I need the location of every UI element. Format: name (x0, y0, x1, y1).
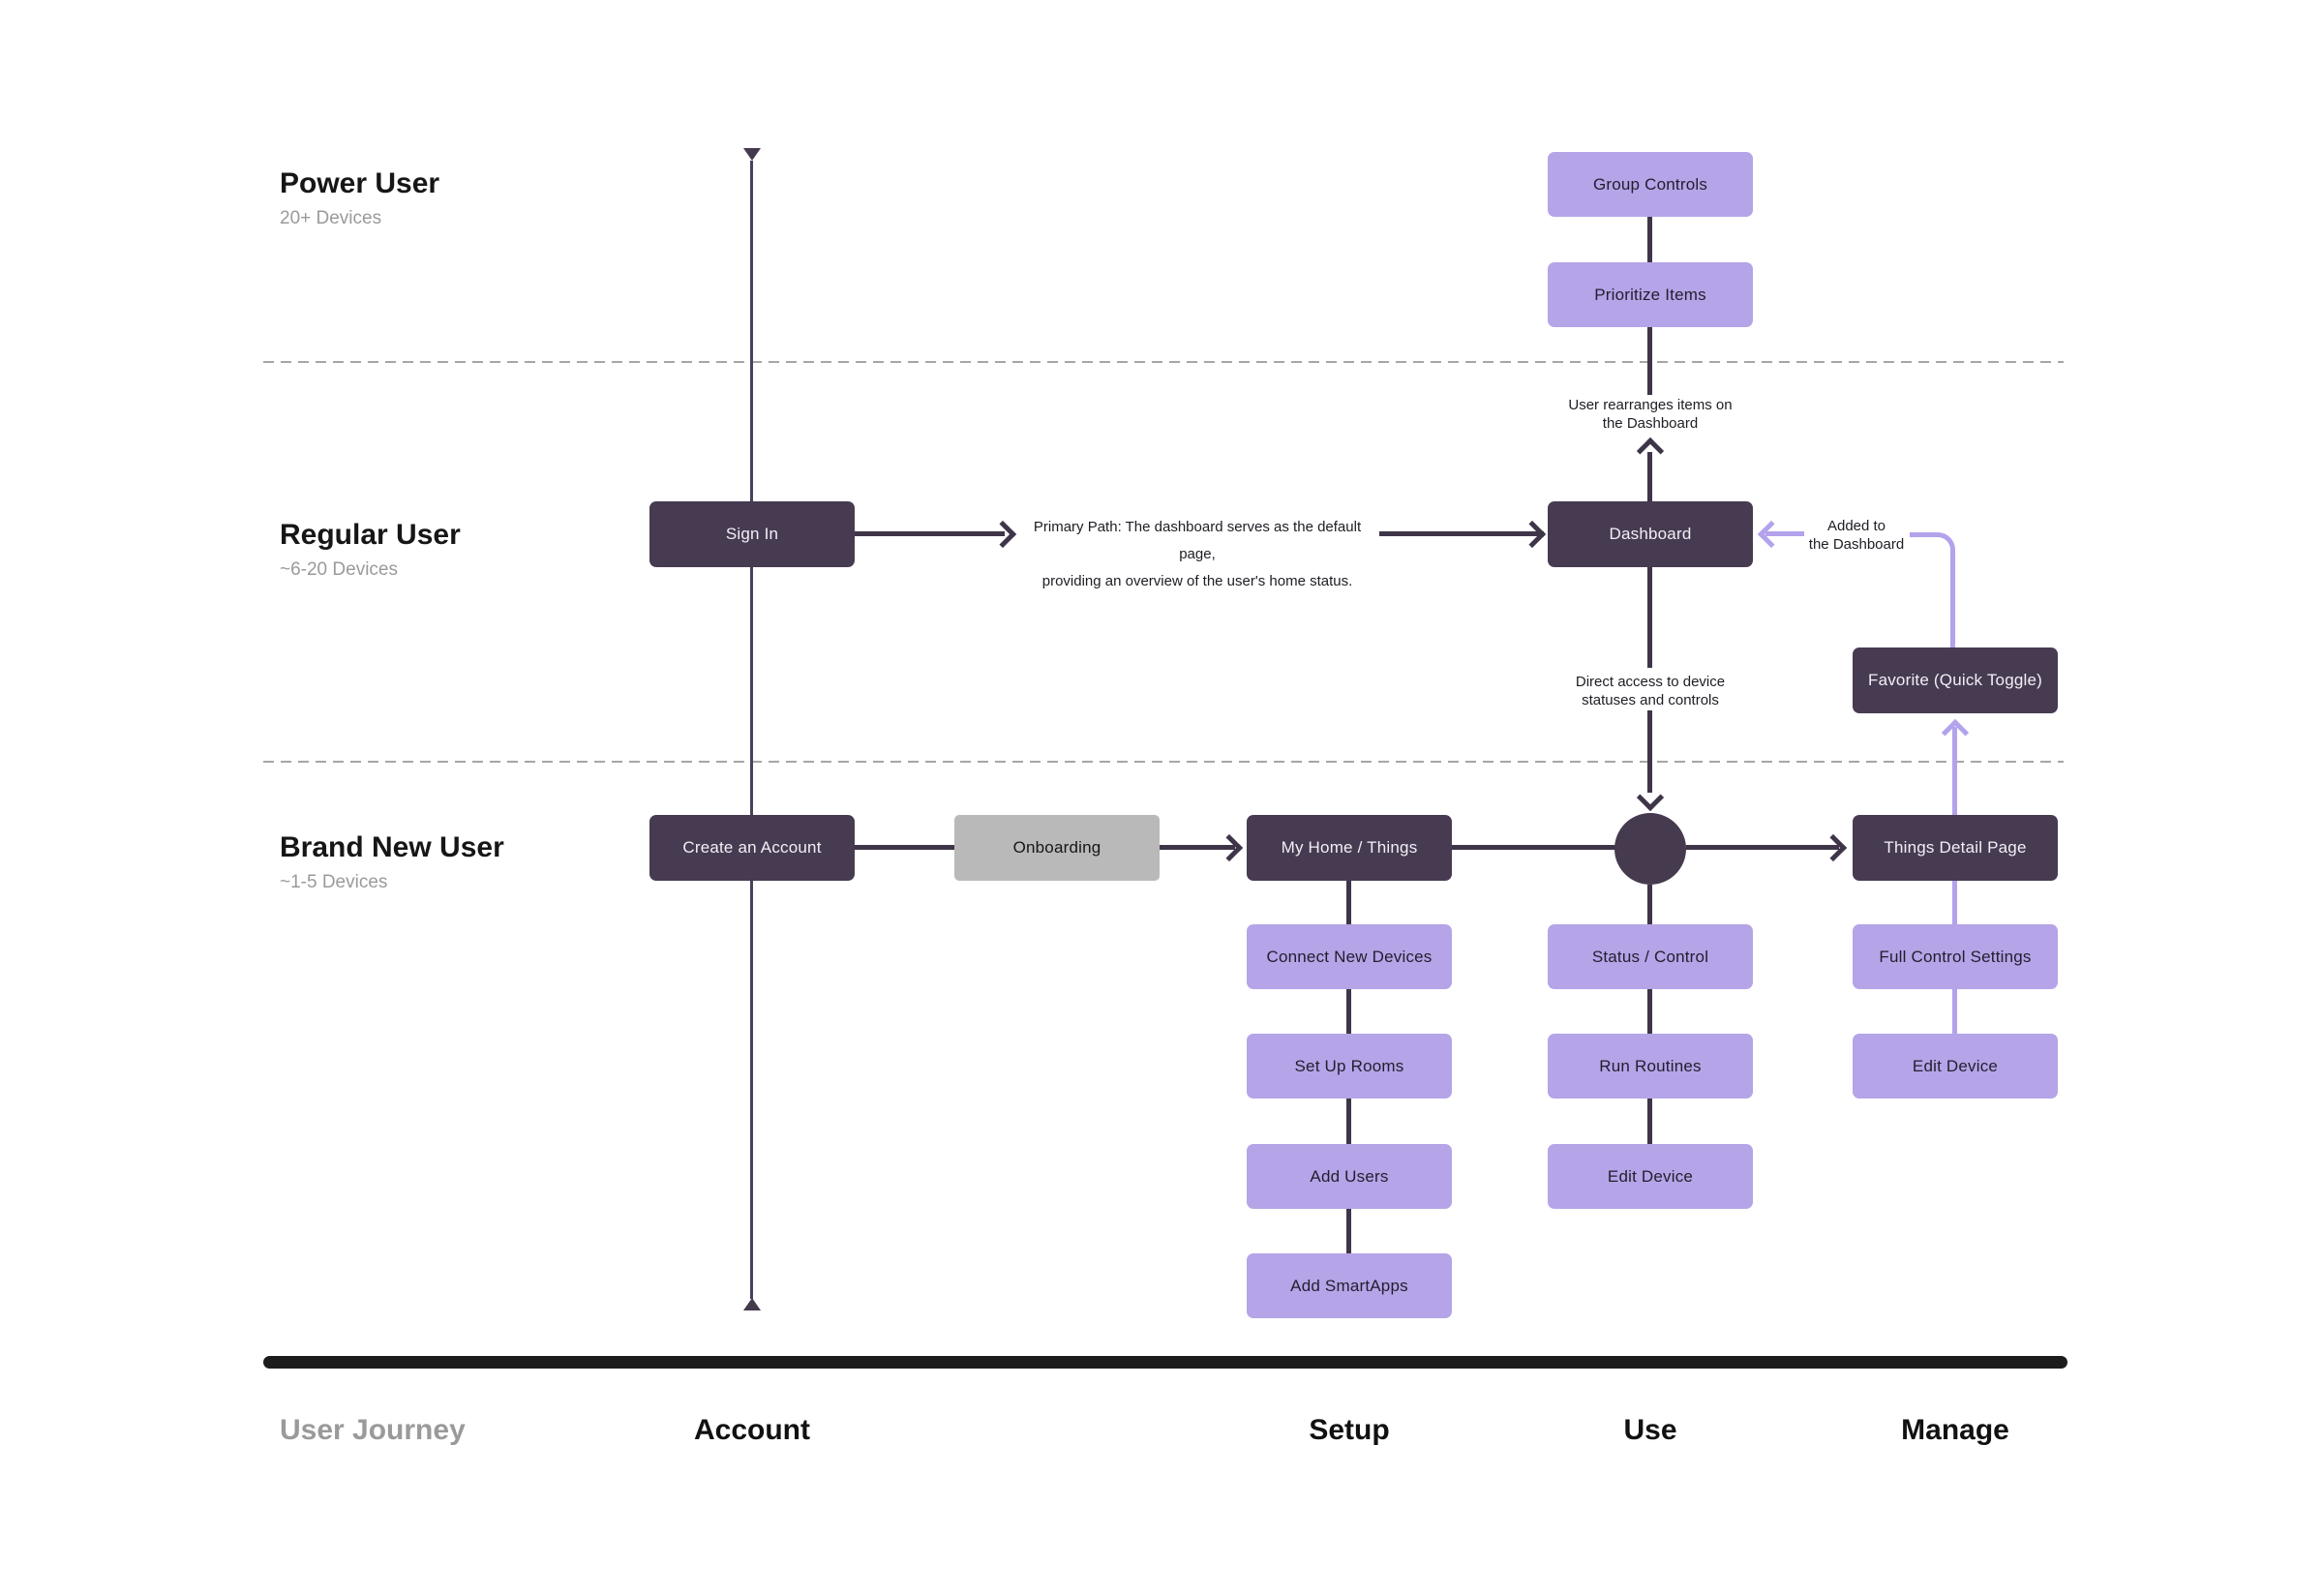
lane-title-power-user: Power User (280, 167, 440, 199)
node-edit-device-manage[interactable]: Edit Device (1853, 1034, 2058, 1099)
annotation-direct-access-line1: Direct access to device (1575, 674, 1726, 690)
connector-signin-arrow (855, 531, 1005, 536)
annotation-added-line2: the Dashboard (1808, 536, 1905, 553)
annotation-primary-path-line2: providing an overview of the user's home… (1041, 573, 1353, 589)
arrowhead-down-to-circle-icon (1636, 783, 1665, 812)
connector-favorite-dashboard-elbow (1910, 532, 1955, 647)
node-prioritize-items[interactable]: Prioritize Items (1548, 262, 1753, 327)
connector-groupcontrols-prioritize (1647, 217, 1652, 262)
arrowhead-right-into-dashboard-icon (1518, 520, 1547, 549)
arrowhead-right-into-myhome-icon (1215, 833, 1244, 862)
node-dashboard[interactable]: Dashboard (1548, 501, 1753, 567)
stage-label-manage: Manage (1901, 1414, 2009, 1446)
connector-dashboard-top (1647, 452, 1652, 501)
footer-legend: User Journey (280, 1414, 466, 1446)
connector-prioritize-upper (1647, 327, 1652, 395)
connector-thingsdetail-favorite (1952, 727, 1957, 815)
annotation-added: Added to the Dashboard (1779, 517, 1934, 554)
connector-fullcontrol-editdevice (1952, 989, 1957, 1034)
connector-dashboard-bottom (1647, 567, 1652, 668)
node-favorite-quick-toggle[interactable]: Favorite (Quick Toggle) (1853, 647, 2058, 713)
connector-circle-status (1647, 885, 1652, 924)
node-add-smartapps[interactable]: Add SmartApps (1247, 1253, 1452, 1318)
node-create-account[interactable]: Create an Account (649, 815, 855, 881)
annotation-rearrange-line1: User rearranges items on (1568, 397, 1733, 413)
connector-circle-thingsdetail (1686, 845, 1839, 850)
connector-routines-editdevice (1647, 1099, 1652, 1144)
annotation-direct-access: Direct access to device statuses and con… (1515, 673, 1786, 709)
node-my-home-things[interactable]: My Home / Things (1247, 815, 1452, 881)
connector-to-dashboard (1379, 531, 1544, 536)
connector-myhome-connect (1346, 881, 1351, 924)
stage-label-setup: Setup (1309, 1414, 1390, 1446)
node-things-detail-page[interactable]: Things Detail Page (1853, 815, 2058, 881)
arrowhead-up-into-favorite-icon (1941, 718, 1970, 747)
axis-bottom-arrow-icon (743, 1298, 761, 1310)
footer-axis-bar (263, 1356, 2067, 1369)
connector-added-stub (1765, 531, 1804, 536)
lane-subtitle-power-user: 20+ Devices (280, 208, 382, 228)
lane-divider-top (263, 361, 2064, 363)
connector-onboarding-myhome (1160, 845, 1235, 850)
axis-top-arrow-icon (743, 148, 761, 161)
connector-myhome-circle (1452, 845, 1616, 850)
node-edit-device-use[interactable]: Edit Device (1548, 1144, 1753, 1209)
node-set-up-rooms[interactable]: Set Up Rooms (1247, 1034, 1452, 1099)
lane-title-regular-user: Regular User (280, 519, 461, 551)
stage-label-use: Use (1623, 1414, 1677, 1446)
node-status-control[interactable]: Status / Control (1548, 924, 1753, 989)
annotation-primary-path-line1: Primary Path: The dashboard serves as th… (1033, 519, 1362, 562)
lane-subtitle-brand-new-user: ~1-5 Devices (280, 872, 388, 892)
node-full-control-settings[interactable]: Full Control Settings (1853, 924, 2058, 989)
node-use-junction-circle[interactable] (1614, 813, 1686, 885)
lane-divider-bottom (263, 761, 2064, 763)
node-connect-new-devices[interactable]: Connect New Devices (1247, 924, 1452, 989)
connector-status-routines (1647, 989, 1652, 1034)
lane-subtitle-regular-user: ~6-20 Devices (280, 559, 398, 580)
annotation-added-line1: Added to (1826, 518, 1886, 534)
connector-to-circle (1647, 710, 1652, 793)
connector-account-onboarding (855, 845, 954, 850)
annotation-direct-access-line2: statuses and controls (1582, 692, 1719, 708)
arrowhead-right-primarypath-icon (988, 520, 1017, 549)
stage-label-account: Account (694, 1414, 810, 1446)
connector-thingsdetail-fullcontrol (1952, 881, 1957, 924)
node-run-routines[interactable]: Run Routines (1548, 1034, 1753, 1099)
node-onboarding[interactable]: Onboarding (954, 815, 1160, 881)
journey-axis-line (750, 161, 753, 1299)
annotation-primary-path: Primary Path: The dashboard serves as th… (1023, 514, 1372, 595)
annotation-rearrange-line2: the Dashboard (1602, 415, 1699, 432)
arrowhead-right-into-thingsdetail-icon (1819, 833, 1848, 862)
node-add-users[interactable]: Add Users (1247, 1144, 1452, 1209)
connector-connect-rooms (1346, 989, 1351, 1034)
node-group-controls[interactable]: Group Controls (1548, 152, 1753, 217)
lane-title-brand-new-user: Brand New User (280, 831, 504, 863)
node-sign-in[interactable]: Sign In (649, 501, 855, 567)
annotation-rearrange: User rearranges items on the Dashboard (1515, 396, 1786, 433)
connector-rooms-addusers (1346, 1099, 1351, 1144)
connector-addusers-smartapps (1346, 1209, 1351, 1253)
